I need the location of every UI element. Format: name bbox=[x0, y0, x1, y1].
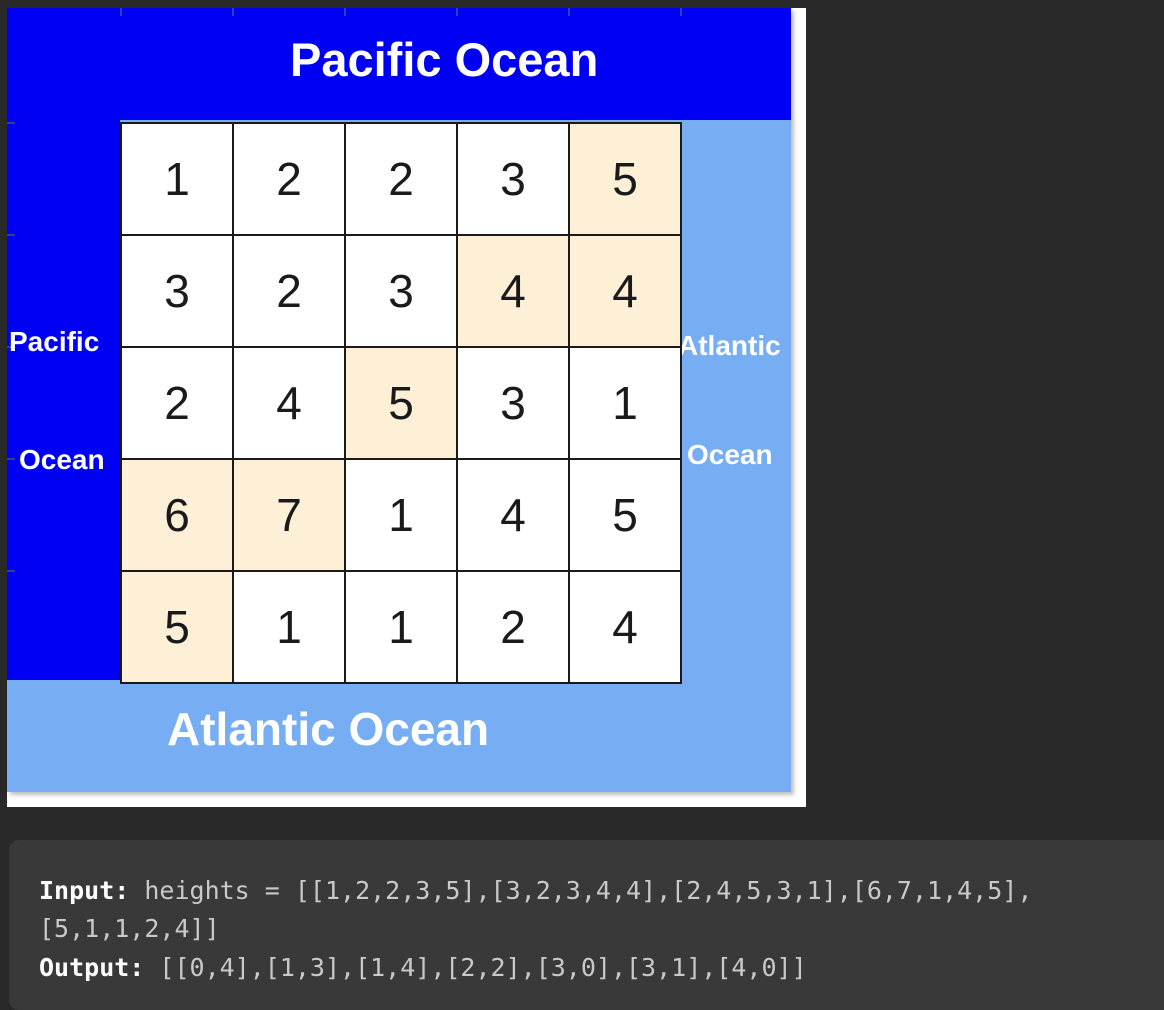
grid-cell: 1 bbox=[570, 348, 682, 460]
grid-cell: 4 bbox=[458, 236, 570, 348]
right-label-ocean: Ocean bbox=[687, 439, 773, 470]
atlantic-region: Pacific Ocean Atlantic Ocean Pacific Oce… bbox=[7, 8, 791, 792]
tick-mark bbox=[7, 346, 15, 348]
grid-cell: 3 bbox=[346, 236, 458, 348]
pacific-region-left bbox=[7, 120, 120, 680]
pacific-region-top bbox=[7, 8, 791, 120]
grid-cell: 3 bbox=[458, 124, 570, 236]
grid-cell: 1 bbox=[122, 124, 234, 236]
right-label-atlantic: Atlantic bbox=[678, 330, 781, 361]
grid-cell: 4 bbox=[458, 460, 570, 572]
tick-mark bbox=[344, 8, 346, 16]
grid-cell: 6 bbox=[122, 460, 234, 572]
input-value-continued: [5,1,1,2,4]] bbox=[39, 914, 220, 943]
input-value: heights = [[1,2,2,3,5],[3,2,3,4,4],[2,4,… bbox=[129, 876, 1033, 905]
tick-mark bbox=[7, 458, 15, 460]
grid-cell: 5 bbox=[570, 124, 682, 236]
input-label: Input: bbox=[39, 876, 130, 905]
grid-cell: 1 bbox=[346, 460, 458, 572]
grid-cell: 2 bbox=[234, 124, 346, 236]
grid-cell: 3 bbox=[122, 236, 234, 348]
grid-cell: 2 bbox=[346, 124, 458, 236]
tick-mark bbox=[456, 8, 458, 16]
example-block: Input: heights = [[1,2,2,3,5],[3,2,3,4,4… bbox=[9, 840, 1164, 1010]
tick-mark bbox=[7, 570, 15, 572]
grid-cell: 2 bbox=[122, 348, 234, 460]
grid-cell: 4 bbox=[570, 236, 682, 348]
left-label-pacific: Pacific bbox=[9, 326, 100, 357]
tick-mark bbox=[232, 8, 234, 16]
grid-cell: 7 bbox=[234, 460, 346, 572]
tick-mark bbox=[680, 8, 682, 16]
input-line: Input: heights = [[1,2,2,3,5],[3,2,3,4,4… bbox=[39, 876, 1032, 905]
grid-cell: 2 bbox=[234, 236, 346, 348]
grid-cell: 2 bbox=[458, 572, 570, 684]
output-label: Output: bbox=[39, 953, 145, 982]
grid-cell: 4 bbox=[570, 572, 682, 684]
output-value: [[0,4],[1,3],[1,4],[2,2],[3,0],[3,1],[4,… bbox=[144, 953, 807, 982]
tick-mark bbox=[120, 8, 122, 16]
grid-cell: 3 bbox=[458, 348, 570, 460]
grid-cell: 1 bbox=[234, 572, 346, 684]
atlantic-ocean-title: Atlantic Ocean bbox=[167, 703, 490, 755]
grid-cell: 5 bbox=[122, 572, 234, 684]
tick-mark bbox=[7, 122, 15, 124]
grid-cell: 4 bbox=[234, 348, 346, 460]
tick-mark bbox=[568, 8, 570, 16]
input-line-continued: [5,1,1,2,4]] bbox=[39, 914, 220, 943]
grid-cell: 1 bbox=[346, 572, 458, 684]
pacific-ocean-title: Pacific Ocean bbox=[290, 33, 599, 86]
grid-cell: 5 bbox=[346, 348, 458, 460]
left-label-ocean: Ocean bbox=[19, 444, 105, 475]
grid-cell: 5 bbox=[570, 460, 682, 572]
tick-mark bbox=[7, 234, 15, 236]
ocean-grid-figure: Pacific Ocean Atlantic Ocean Pacific Oce… bbox=[7, 8, 806, 807]
output-line: Output: [[0,4],[1,3],[1,4],[2,2],[3,0],[… bbox=[39, 953, 807, 982]
